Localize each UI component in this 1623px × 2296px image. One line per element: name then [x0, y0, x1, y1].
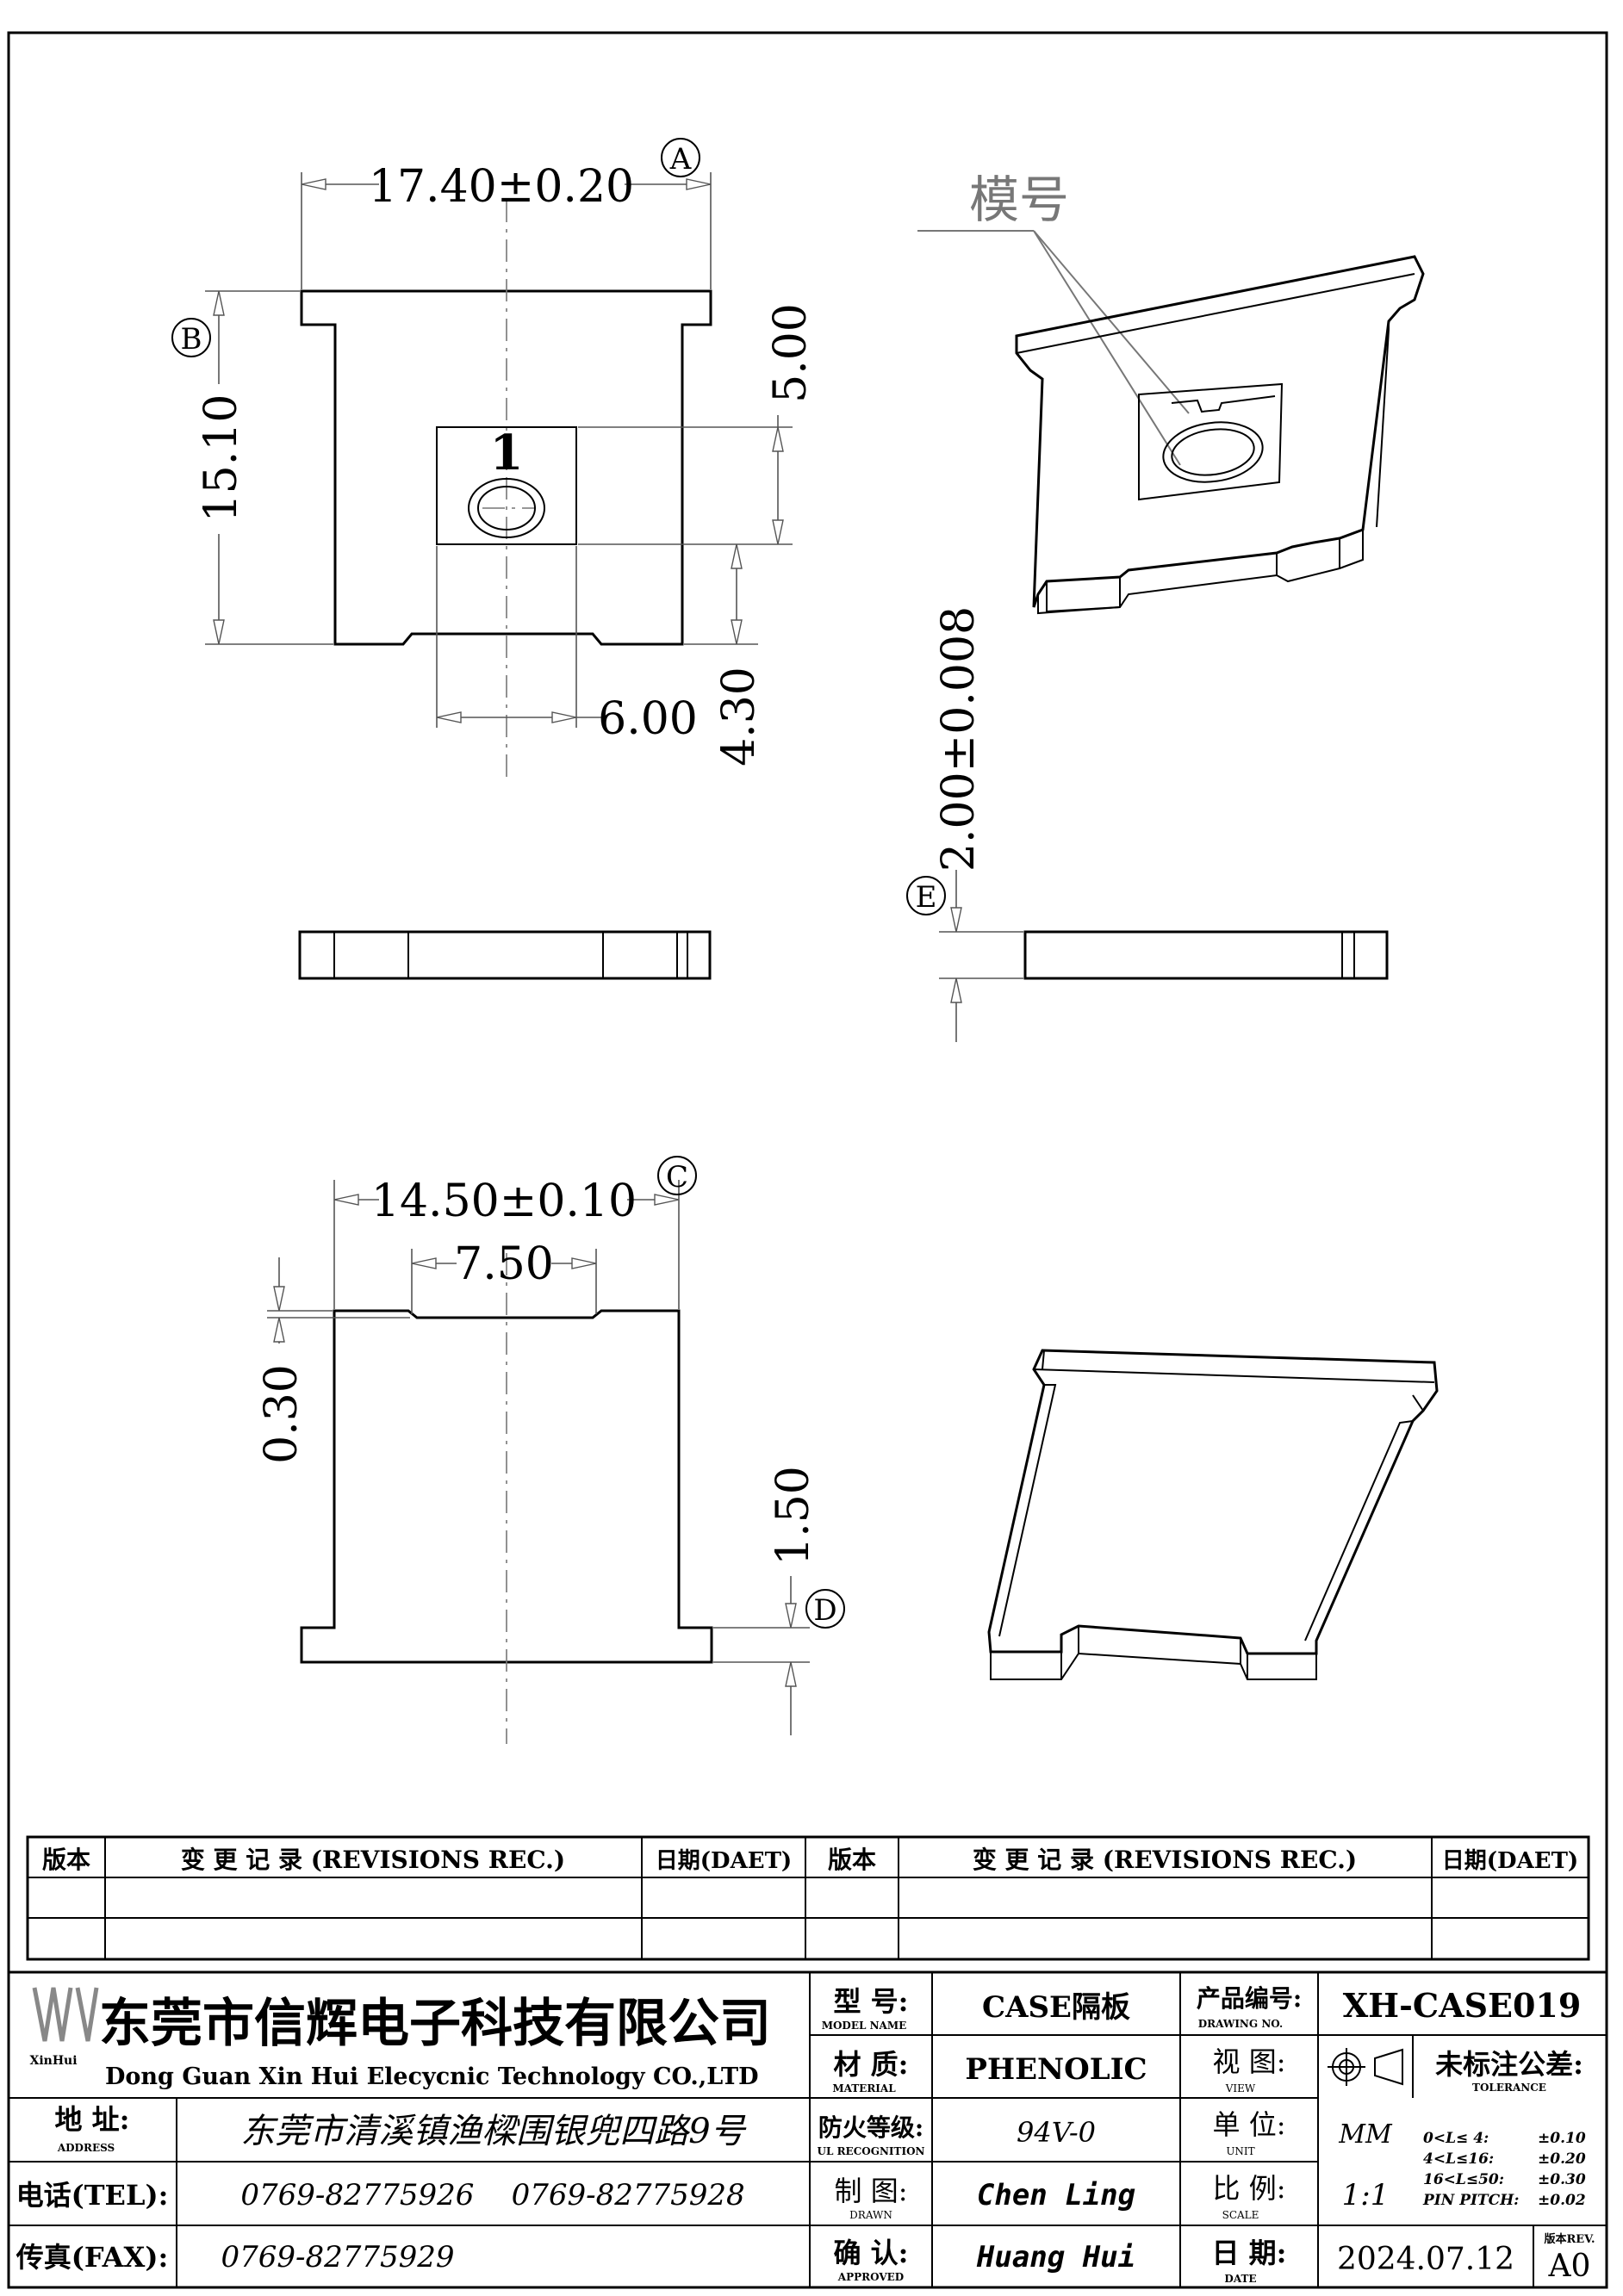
tol-value-2: ±0.30: [1538, 2171, 1586, 2188]
tol-value-3: ±0.02: [1538, 2192, 1586, 2209]
company-name-cn: 东莞市信辉电子科技有限公司: [99, 1994, 771, 2054]
isometric-view-bottom: [987, 1349, 1439, 1680]
address-label: 地 址:: [55, 2103, 130, 2136]
rev-label: 版本REV.: [1544, 2232, 1595, 2246]
view-label: 视 图:: [1213, 2045, 1286, 2078]
drawn-label: 制 图:: [835, 2175, 908, 2207]
rev-header-date-2: 日期(DAET): [1442, 1848, 1579, 1874]
dim-tab-height-D: 1.50 D: [713, 1466, 845, 1735]
address-label-en: ADDRESS: [57, 2142, 115, 2154]
dim-pocket-top-value: 5.00: [765, 303, 817, 403]
date-label-en: DATE: [1224, 2273, 1256, 2285]
dim-width-A: 17.40±0.20 A: [301, 138, 712, 289]
dim-pocket-bottom: 4.30: [684, 543, 765, 766]
projection-symbol-icon: [1328, 2048, 1403, 2086]
tol-value-0: ±0.10: [1538, 2130, 1586, 2147]
tolerance-label: 未标注公差:: [1435, 2048, 1583, 2081]
cavity-number: 1: [490, 425, 524, 481]
pocket-outline: [436, 426, 577, 545]
approved-value: Huang Hui: [976, 2240, 1135, 2274]
view-label-en: VIEW: [1225, 2082, 1256, 2094]
dim-notch-depth-value: 0.30: [256, 1364, 308, 1464]
unit-label-en: UNIT: [1226, 2145, 1254, 2157]
model-label: 型 号:: [834, 1985, 909, 2018]
dim-tab-height-D-value: 1.50: [768, 1466, 819, 1566]
fax-label: 传真(FAX):: [16, 2241, 169, 2274]
dim-width-C-value: 14.50±0.10: [371, 1176, 637, 1227]
mold-no-label: 模号: [969, 171, 1069, 229]
rev-header-version-1: 版本: [42, 1846, 90, 1874]
datum-E: E: [916, 880, 937, 915]
drawn-label-en: DRAWN: [849, 2209, 892, 2221]
rev-header-version-2: 版本: [828, 1846, 876, 1874]
tel-label: 电话(TEL):: [16, 2179, 169, 2212]
material-label-en: MATERIAL: [832, 2082, 896, 2094]
rev-header-record-2: 变 更 记 录 (REVISIONS REC.): [973, 1846, 1357, 1874]
model-label-en: MODEL NAME: [822, 2020, 907, 2032]
scale-label: 比 例:: [1213, 2172, 1286, 2205]
back-view: [300, 1253, 713, 1744]
tol-range-1: 4<L≤16:: [1423, 2150, 1494, 2168]
drawing-no-label: 产品编号:: [1197, 1984, 1302, 2013]
rev-value: A0: [1548, 2249, 1591, 2284]
ul-label-en: UL RECOGNITION: [818, 2145, 925, 2157]
datum-B: B: [181, 322, 202, 357]
company-logo: XinHui: [29, 1987, 99, 2068]
address-value: 东莞市清溪镇渔樑围银兜四路9号: [240, 2112, 746, 2151]
tol-value-1: ±0.20: [1538, 2150, 1586, 2168]
scale-value: 1:1: [1342, 2178, 1390, 2212]
model-value: CASE隔板: [982, 1990, 1130, 2025]
dim-notch-width-value: 7.50: [454, 1238, 554, 1290]
dim-pocket-bottom-value: 4.30: [713, 667, 765, 766]
ul-label: 防火等级:: [818, 2113, 923, 2142]
drawing-no-value: XH-CASE019: [1343, 1986, 1582, 2025]
dim-height-B-value: 15.10: [196, 394, 247, 523]
logo-text: XinHui: [29, 2054, 77, 2068]
dim-thickness-value: 2.00±0.008: [933, 606, 985, 872]
date-value: 2024.07.12: [1337, 2242, 1514, 2277]
side-view-right: 2.00±0.008 E: [906, 606, 1389, 1042]
company-name-en: Dong Guan Xin Hui Elecycnic Technology C…: [105, 2063, 759, 2090]
tol-range-2: 16<L≤50:: [1423, 2171, 1504, 2188]
dim-width-C: 14.50±0.10 C: [333, 1156, 697, 1309]
rev-header-record-1: 变 更 记 录 (REVISIONS REC.): [181, 1846, 565, 1874]
dim-pocket-width-value: 6.00: [598, 693, 698, 745]
dim-notch-width: 7.50: [411, 1238, 597, 1314]
unit-label: 单 位:: [1213, 2108, 1286, 2141]
scale-label-en: SCALE: [1222, 2209, 1259, 2221]
side-view-left: [298, 930, 712, 980]
datum-C: C: [666, 1160, 688, 1195]
dim-pocket-top: 5.00: [578, 303, 817, 545]
isometric-view-top: 模号: [917, 171, 1425, 615]
dim-height-B: 15.10 B: [171, 290, 333, 645]
tel-value: 0769-82775926 0769-82775928: [240, 2178, 744, 2212]
pocket-oval: [468, 478, 545, 538]
rev-header-date-1: 日期(DAET): [656, 1848, 793, 1874]
unit-value: MM: [1338, 2119, 1393, 2150]
title-block: XinHui 东莞市信辉电子科技有限公司 Dong Guan Xin Hui E…: [7, 1970, 1608, 2289]
revisions-table: 版本 变 更 记 录 (REVISIONS REC.) 日期(DAET) 版本 …: [26, 1835, 1590, 1961]
dim-width-A-value: 17.40±0.20: [369, 161, 634, 213]
drawn-value: Chen Ling: [977, 2178, 1135, 2212]
material-value: PHENOLIC: [965, 2052, 1147, 2087]
date-label: 日 期:: [1212, 2237, 1287, 2269]
fax-value: 0769-82775929: [221, 2240, 454, 2274]
drawing-no-label-en: DRAWING NO.: [1198, 2018, 1283, 2030]
dim-notch-depth: 0.30: [256, 1257, 410, 1464]
datum-D: D: [813, 1593, 836, 1628]
tol-range-3: PIN PITCH:: [1422, 2192, 1519, 2209]
approved-label-en: APPROVED: [837, 2271, 904, 2283]
approved-label: 确 认:: [834, 2237, 909, 2269]
datum-A: A: [669, 142, 692, 177]
dim-pocket-width: 6.00: [436, 546, 698, 745]
front-view: 1: [300, 200, 712, 779]
tolerance-label-en: TOLERANCE: [1472, 2082, 1546, 2094]
tol-range-0: 0<L≤ 4:: [1423, 2130, 1489, 2147]
material-label: 材 质:: [834, 2048, 909, 2081]
ul-value: 94V-0: [1017, 2116, 1096, 2149]
